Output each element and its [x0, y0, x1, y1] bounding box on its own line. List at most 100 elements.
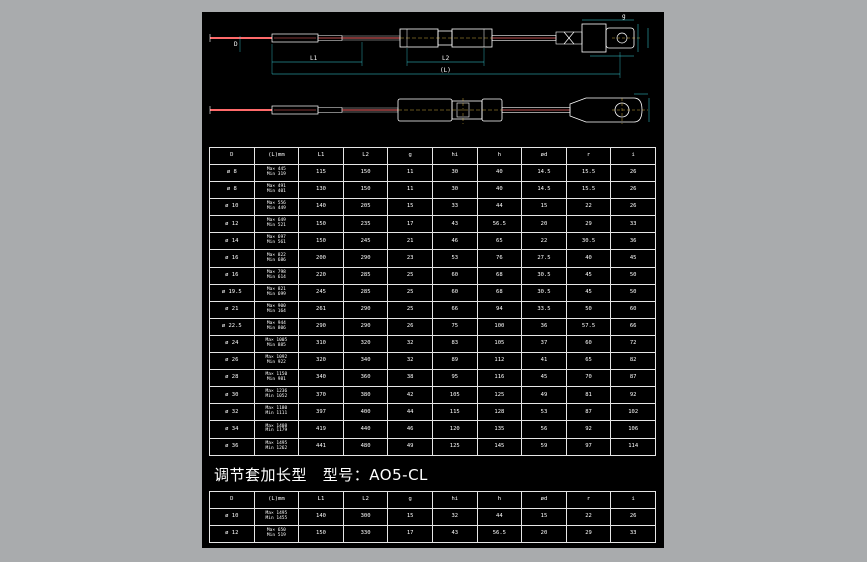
cell-g: 49: [387, 437, 433, 456]
cell-g: 44: [387, 403, 433, 422]
cell-i: 87: [610, 369, 656, 388]
cell-length-min: Min 806: [266, 325, 286, 331]
cell-hi: 105: [431, 386, 478, 405]
cell-length-min: Min 885: [266, 342, 286, 348]
cell-g: 38: [387, 369, 433, 388]
cell-length-min: Min 1179: [265, 428, 288, 434]
cell-i: 50: [610, 283, 656, 302]
cell-r: 22: [565, 507, 612, 527]
cell-i: 114: [610, 437, 656, 456]
cell-l1: 310: [298, 334, 344, 354]
cell-g: 23: [387, 249, 433, 268]
cell-length-max: Ma× 491: [266, 184, 286, 190]
cell-length-max: Ma× 1408: [265, 423, 288, 429]
cell-l1: 115: [298, 163, 344, 183]
cell-hi: 43: [431, 525, 478, 544]
cell-l1: 220: [298, 266, 344, 285]
cell-h: 68: [476, 283, 523, 302]
cell-d: 15: [521, 198, 567, 217]
cell-r: 15.5: [565, 181, 612, 200]
cell-d: 15: [521, 507, 567, 527]
cell-hi: 43: [431, 215, 478, 234]
cell-h: 100: [476, 317, 523, 336]
cell-d: ø 10: [209, 198, 255, 217]
cell-hi: 75: [431, 317, 478, 336]
cell-h: 94: [476, 300, 523, 319]
cell-h: 145: [476, 437, 523, 456]
cell-l2: 150: [342, 181, 389, 200]
cell-g: 42: [387, 386, 433, 405]
cell-i: 45: [610, 249, 656, 268]
cell-i: 92: [610, 386, 656, 405]
cell-d: ø 16: [209, 249, 255, 268]
col-header: h: [476, 147, 523, 165]
cell-l2: 300: [342, 507, 389, 527]
cell-h: 135: [476, 420, 523, 439]
cell-d: ø 32: [209, 403, 255, 422]
cell-l1: 370: [298, 386, 344, 405]
cell-hi: 53: [431, 249, 478, 268]
cell-i: 66: [610, 317, 656, 336]
cell-l2: 205: [342, 198, 389, 217]
col-header: D: [209, 491, 255, 509]
cell-l2: 290: [342, 249, 389, 268]
cell-length-max: Ma× 900: [266, 303, 286, 309]
cell-d: 20: [521, 215, 567, 234]
cell-h: 44: [476, 507, 523, 527]
cell-l1: 290: [298, 317, 344, 336]
cell-d: 20: [521, 525, 567, 544]
cell-i: 82: [610, 352, 656, 371]
cell-length-min: Min 521: [266, 223, 286, 229]
cell-hi: 33: [431, 198, 478, 217]
cell-hi: 30: [431, 181, 478, 200]
cell-r: 40: [565, 249, 612, 268]
col-header: hi: [431, 491, 478, 509]
cell-l1: 320: [298, 352, 344, 371]
cell-r: 22: [565, 198, 612, 217]
cell-g: 25: [387, 283, 433, 302]
cell-d: ø 28: [209, 369, 255, 388]
cell-length-max: Ma× 798: [266, 269, 286, 275]
cell-l2: 320: [342, 334, 389, 354]
cell-g: 46: [387, 420, 433, 439]
dim-label-l: (L): [440, 67, 451, 74]
cell-r: 45: [565, 266, 612, 285]
cell-r: 92: [565, 420, 612, 439]
cell-hi: 83: [431, 334, 478, 354]
col-header: L1: [298, 147, 344, 165]
cell-length-max: Ma× 445: [266, 167, 286, 173]
cell-d: 14.5: [521, 163, 567, 183]
cell-h: 76: [476, 249, 523, 268]
cell-h: 112: [476, 352, 523, 371]
cell-h: 68: [476, 266, 523, 285]
cell-h: 40: [476, 163, 523, 183]
cell-r: 45: [565, 283, 612, 302]
cell-d: 30.5: [521, 283, 567, 302]
dim-label-l2: L2: [442, 55, 450, 62]
cell-i: 33: [610, 215, 656, 234]
cell-r: 57.5: [565, 317, 612, 336]
cell-r: 29: [565, 525, 612, 544]
cell-l2: 235: [342, 215, 389, 234]
cell-i: 72: [610, 334, 656, 354]
cell-length-min: Min 614: [266, 274, 286, 280]
dim-label-d: D: [234, 41, 238, 48]
cell-length-max: Ma× 821: [266, 286, 286, 292]
cell-hi: 60: [431, 283, 478, 302]
cell-length-max: Ma× 1005: [265, 338, 288, 344]
cell-length-max: Ma× 1495: [265, 511, 288, 517]
cell-g: 25: [387, 266, 433, 285]
cell-length-min: Min 449: [266, 206, 286, 212]
cell-l1: 150: [298, 525, 344, 544]
cell-g: 15: [387, 198, 433, 217]
